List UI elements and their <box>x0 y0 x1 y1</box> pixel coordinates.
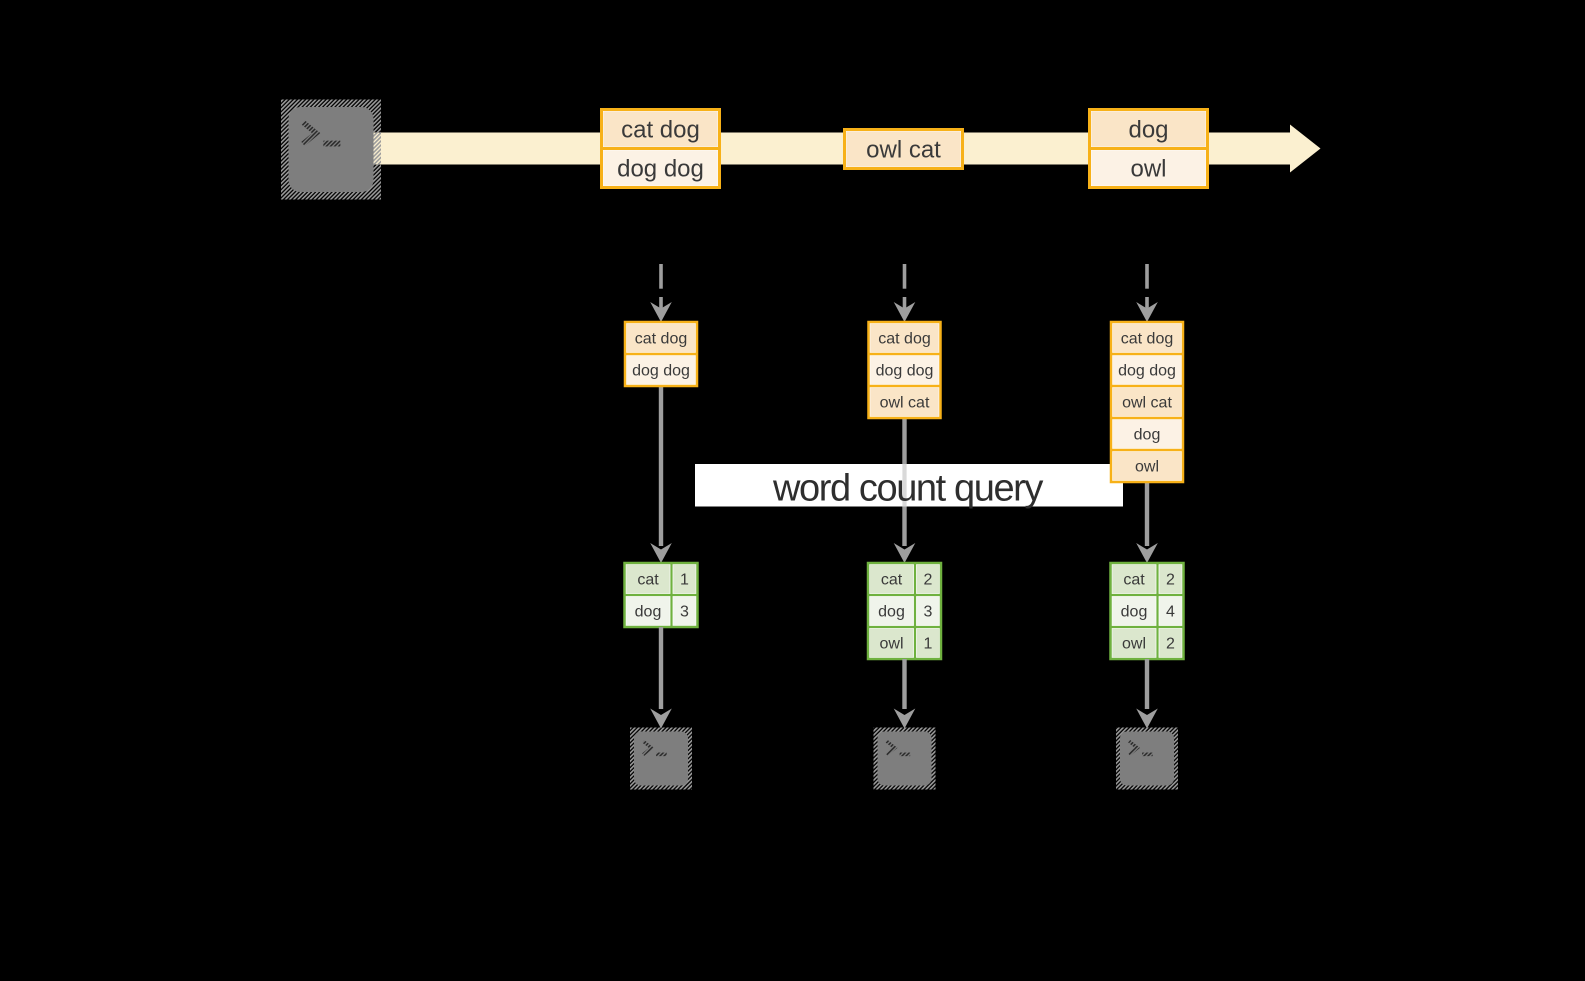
svg-text:word count query: word count query <box>772 468 1043 510</box>
svg-text:2: 2 <box>1166 572 1175 589</box>
svg-text:dog: dog <box>635 604 662 621</box>
svg-text:2: 2 <box>1166 636 1175 653</box>
svg-text:dog dog: dog dog <box>617 156 704 183</box>
svg-text:dog dog: dog dog <box>1118 363 1176 380</box>
svg-text:cat dog: cat dog <box>878 331 930 348</box>
svg-text:cat dog: cat dog <box>635 331 687 348</box>
svg-text:dog: dog <box>878 604 905 621</box>
svg-text:owl cat: owl cat <box>1122 395 1172 412</box>
svg-text:2: 2 <box>924 572 933 589</box>
svg-text:owl: owl <box>1135 459 1159 476</box>
svg-text:3: 3 <box>924 604 933 621</box>
svg-text:owl cat: owl cat <box>866 137 941 164</box>
svg-text:dog: dog <box>1121 604 1148 621</box>
svg-text:dog: dog <box>1128 117 1168 144</box>
svg-text:owl: owl <box>1122 636 1146 653</box>
svg-text:1: 1 <box>680 572 689 589</box>
svg-text:cat dog: cat dog <box>1121 331 1173 348</box>
svg-text:cat: cat <box>1123 572 1145 589</box>
svg-text:owl: owl <box>879 636 903 653</box>
svg-text:owl: owl <box>1130 156 1166 183</box>
svg-text:dog dog: dog dog <box>876 363 934 380</box>
svg-text:3: 3 <box>680 604 689 621</box>
svg-text:cat: cat <box>881 572 903 589</box>
svg-text:dog: dog <box>1134 427 1161 444</box>
svg-text:cat dog: cat dog <box>621 117 700 144</box>
svg-text:1: 1 <box>924 636 933 653</box>
svg-text:4: 4 <box>1166 604 1175 621</box>
svg-text:dog dog: dog dog <box>632 363 690 380</box>
svg-text:cat: cat <box>637 572 659 589</box>
svg-text:owl cat: owl cat <box>880 395 930 412</box>
